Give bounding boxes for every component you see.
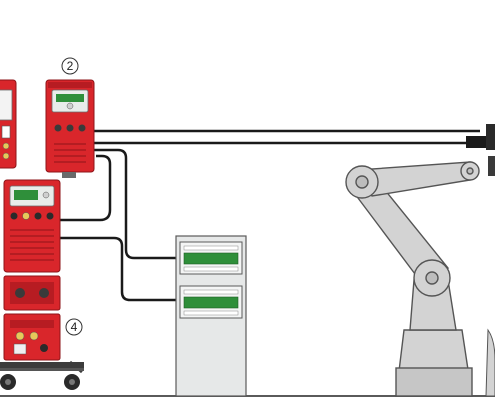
control-module-lower	[179, 285, 243, 319]
callout-4: 4	[65, 318, 83, 336]
cable-feeder-to-power	[60, 154, 112, 222]
cable-bundle	[60, 129, 480, 302]
lower-power-module	[3, 313, 61, 361]
cable-feeder-to-cabinet	[94, 148, 180, 260]
callout-2: 2	[61, 57, 79, 75]
control-module-upper	[179, 241, 243, 275]
trolley	[0, 360, 84, 390]
main-power-source	[3, 179, 61, 273]
callout-2-label: 2	[67, 59, 74, 73]
wire-feeder	[45, 79, 95, 178]
robot-edge-part	[485, 328, 495, 397]
power-source-left	[0, 79, 17, 169]
robot-arm	[345, 161, 480, 397]
cooling-unit	[3, 275, 61, 311]
welding-torch	[466, 124, 495, 176]
callout-4-label: 4	[71, 320, 78, 334]
cable-power-to-cabinet	[60, 236, 180, 302]
control-cabinet	[175, 235, 247, 397]
